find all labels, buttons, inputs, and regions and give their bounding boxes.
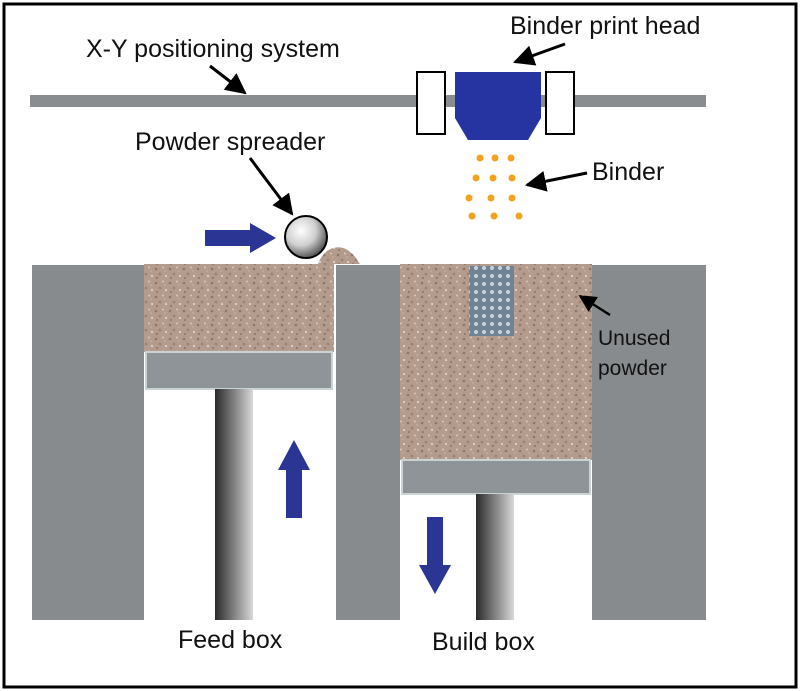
print-head xyxy=(455,72,541,140)
build-box-label: Build box xyxy=(432,628,535,656)
carriage-right-block xyxy=(545,71,575,135)
build-down-arrow xyxy=(419,517,451,594)
carriage-left-block xyxy=(416,71,446,135)
feed-platform xyxy=(145,351,333,390)
binder-label: Binder xyxy=(592,158,664,186)
binder-label-arrow xyxy=(524,170,588,192)
print-head-label-arrow xyxy=(513,42,566,66)
unused-powder-label-line2: powder xyxy=(598,357,667,380)
print-head-label: Binder print head xyxy=(510,12,700,40)
feed-powder xyxy=(144,264,334,352)
xy-rail xyxy=(30,95,706,107)
unused-powder-label-arrow xyxy=(578,294,611,317)
unused-powder-label-line1: Unused xyxy=(598,327,670,350)
printed-part xyxy=(469,266,514,336)
feed-box-label: Feed box xyxy=(178,626,283,654)
xy-label-arrow xyxy=(209,64,247,95)
right-wall xyxy=(592,265,706,620)
spread-powder-pile xyxy=(318,247,360,264)
middle-wall xyxy=(336,265,400,620)
xy-system-label: X-Y positioning system xyxy=(86,35,340,63)
spreader-direction-arrow xyxy=(205,223,276,253)
binder-drops xyxy=(465,154,523,220)
build-piston-rod xyxy=(476,494,514,620)
left-wall xyxy=(32,265,144,620)
spreader-label: Powder spreader xyxy=(135,128,325,156)
feed-up-arrow xyxy=(278,440,310,518)
build-platform xyxy=(401,459,591,495)
feed-piston-rod xyxy=(215,389,253,620)
powder-spreader-roller xyxy=(284,215,328,259)
spreader-label-arrow xyxy=(248,157,294,216)
